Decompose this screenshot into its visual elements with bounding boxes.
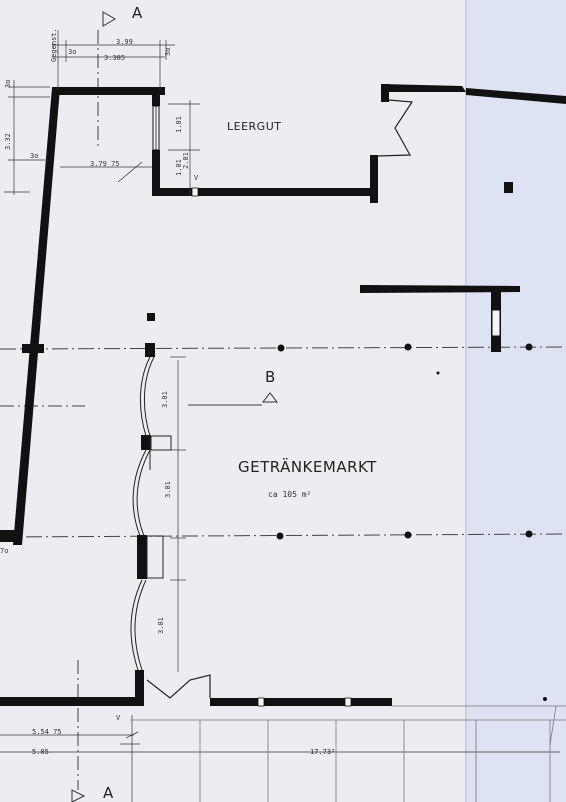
wall-top-far-right — [466, 88, 566, 104]
dim-left-70: 7o — [0, 547, 8, 555]
grid-bottom — [130, 705, 566, 802]
dim-bottom-v: V — [116, 714, 121, 722]
wall-top-right — [381, 84, 466, 92]
wall-bottom-left — [0, 697, 135, 706]
section-marker-bottom: A — [71, 784, 114, 802]
wall-stub-left-upper — [22, 344, 44, 353]
section-marker-middle: B — [261, 368, 279, 403]
room-label-leergut: LEERGUT — [227, 120, 281, 133]
paper-sheet-right — [466, 0, 566, 802]
axis-line-lower — [0, 533, 566, 538]
wall-leergut-right-lower — [152, 150, 160, 196]
dim-v-label: V — [194, 174, 199, 182]
dim-585: 5.85 — [32, 748, 49, 756]
dim-window-301-c: 3.01 — [157, 617, 165, 634]
section-label-bottom: A — [103, 784, 114, 802]
dim-3385: 3.385 — [104, 54, 125, 62]
dim-door-201: 2.01 — [182, 152, 190, 169]
storefront-column-1 — [145, 343, 155, 357]
dimension-texts: Gegenst. 3o 3.99 3.385 3o 3o 3.32 3o 3.7… — [0, 28, 335, 756]
door-entrance — [146, 674, 211, 699]
wall-middle-right — [360, 285, 520, 293]
door-leergut — [377, 99, 414, 157]
dim-top-30-right: 3o — [164, 48, 172, 56]
wall-leergut-right-upper — [152, 88, 160, 106]
section-label-middle: B — [265, 368, 275, 386]
column-small-2 — [504, 182, 513, 193]
wall-leergut-top — [52, 87, 165, 95]
storefront-column-3 — [137, 535, 147, 579]
dim-door-101: 1.01 — [175, 116, 183, 133]
dim-window-301-a: 3.01 — [161, 391, 169, 408]
axis-line-upper — [0, 346, 566, 350]
section-label-top: A — [132, 4, 143, 22]
wall-openings — [152, 105, 501, 707]
section-marker-top: A — [102, 4, 143, 27]
storefront-glazing — [130, 356, 172, 671]
dim-332: 3.32 — [4, 133, 12, 150]
dim-left-30: 3o — [4, 80, 12, 88]
dim-left-30b: 3o — [30, 152, 38, 160]
wall-stub-left-lower — [0, 530, 16, 542]
storefront-column-4 — [135, 670, 144, 706]
room-label-getraenkemarkt: GETRÄNKEMARKT — [238, 457, 377, 476]
wall-leergut-bottom — [152, 188, 372, 196]
wall-bottom-right — [210, 698, 392, 706]
dim-55475: 5.54 75 — [32, 728, 62, 736]
dim-window-301-b: 3.01 — [164, 481, 172, 498]
wall-left-exterior — [13, 88, 60, 545]
dim-top-30-left: 3o — [68, 48, 76, 56]
dimension-lines — [0, 30, 560, 802]
dim-37975: 3.79 75 — [90, 160, 120, 168]
dim-399: 3.99 — [116, 38, 133, 46]
wall-partition-right — [370, 155, 378, 203]
walls — [0, 84, 566, 706]
storefront-column-2 — [141, 435, 151, 450]
dim-gegenst: Gegenst. — [50, 28, 58, 62]
dim-door-101b: 1.01 — [175, 159, 183, 176]
wall-top-right-stub — [381, 84, 389, 102]
column-points — [276, 343, 547, 701]
room-area: ca 105 m² — [268, 490, 311, 499]
dim-17735: 17.73⁵ — [310, 748, 335, 756]
column-small-1 — [147, 313, 155, 321]
